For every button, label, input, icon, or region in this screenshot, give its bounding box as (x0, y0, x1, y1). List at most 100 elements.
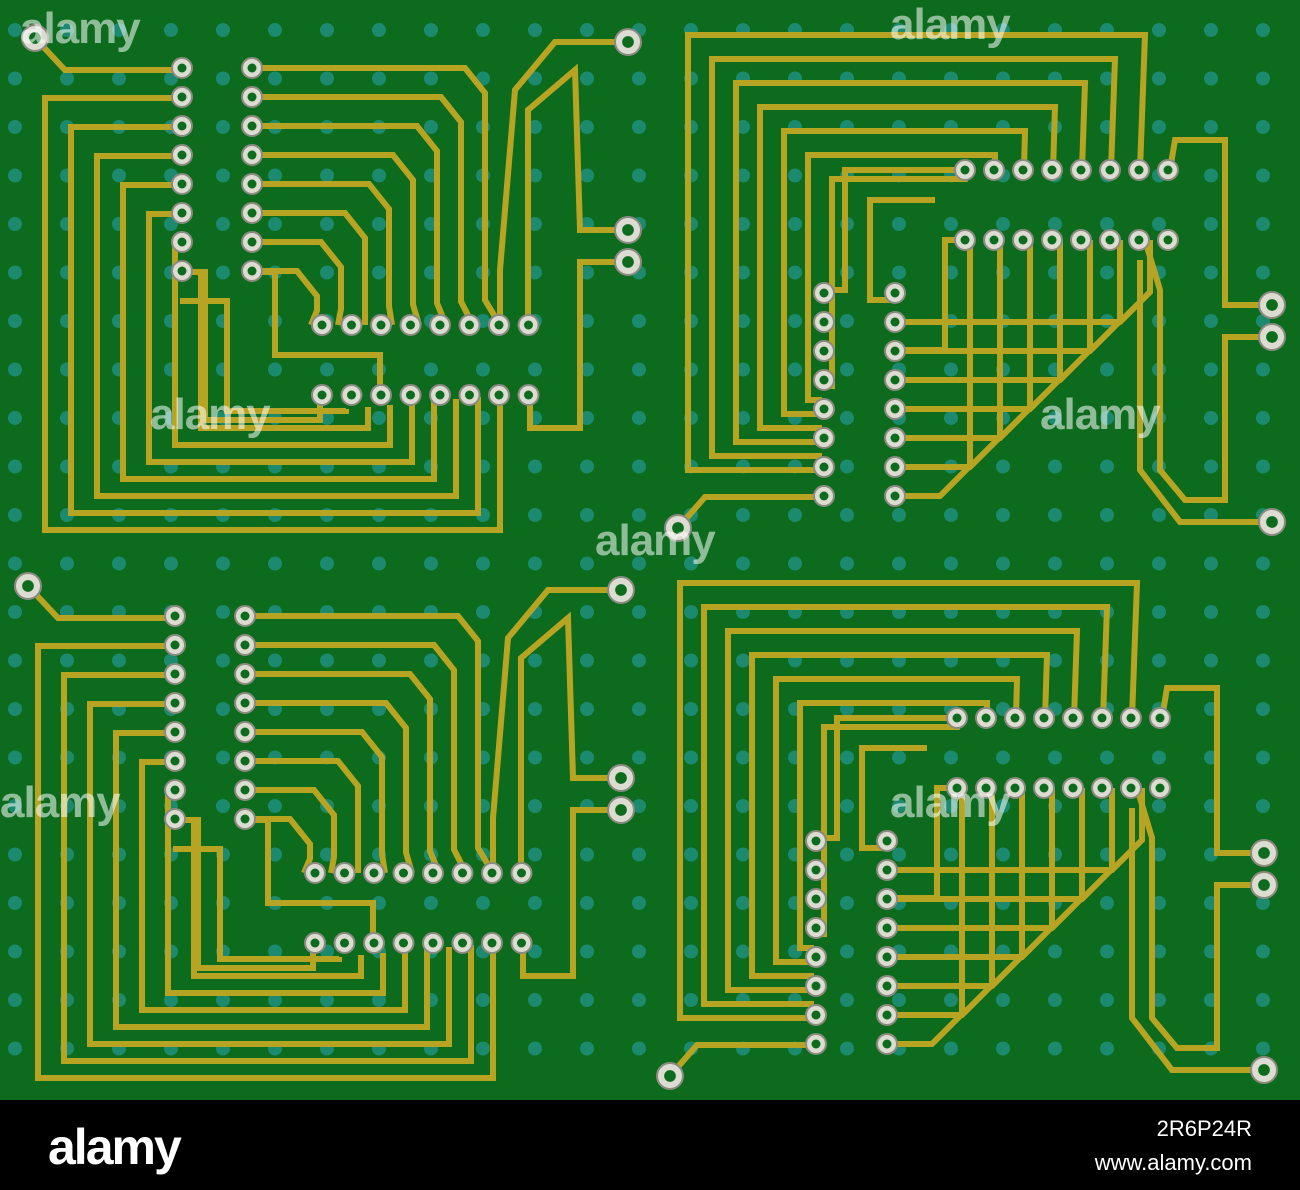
board-dot (1204, 265, 1218, 280)
pad-hole (819, 288, 829, 298)
trace (252, 181, 395, 326)
board-dot (8, 750, 22, 765)
trace (113, 730, 430, 1030)
board-dot (320, 653, 334, 668)
board-dot (996, 799, 1010, 813)
board-dot (632, 168, 646, 183)
board-dot (268, 653, 282, 668)
board-dot (892, 217, 906, 231)
pad-hole (170, 611, 180, 621)
board-dot (632, 653, 646, 668)
trace (527, 259, 628, 431)
pad-hole (1155, 713, 1165, 723)
circuit-board-image (0, 0, 1300, 1100)
trace (146, 211, 415, 465)
pad-hole (1266, 299, 1278, 311)
pad-hole (890, 433, 900, 443)
board-dot (8, 556, 22, 571)
board-dot (996, 508, 1010, 522)
board-dot (268, 217, 282, 231)
pad-hole (952, 713, 962, 723)
board-dot (8, 265, 22, 280)
board-dot (528, 459, 542, 474)
board-dot (1152, 896, 1166, 910)
board-dot (840, 944, 854, 959)
board-dot (320, 23, 334, 37)
board-dot (216, 799, 230, 813)
pad-hole (819, 404, 829, 414)
board-dot (632, 120, 646, 134)
trace (895, 240, 1093, 383)
pad-hole (310, 868, 320, 878)
trace (1137, 260, 1272, 525)
board-dot (60, 556, 74, 571)
board-dot (580, 702, 594, 716)
board-dot (8, 168, 22, 183)
board-dot (8, 847, 22, 862)
board-dot (268, 168, 282, 183)
trace (42, 95, 503, 533)
pad-hole (811, 894, 821, 904)
pad-hole (1097, 783, 1107, 793)
board-dot (944, 847, 958, 862)
board-dot (684, 605, 698, 619)
board-dot (1204, 120, 1218, 134)
board-dot (788, 362, 802, 377)
board-dot (1048, 217, 1062, 231)
pad-hole (340, 938, 349, 948)
pad-hole (247, 63, 257, 73)
pad-hole (517, 868, 526, 878)
board-dot (164, 23, 178, 37)
board-dot (216, 217, 230, 231)
trace (245, 671, 442, 875)
pad-hole (1163, 165, 1173, 175)
pad-hole (369, 938, 379, 948)
board-dot (580, 896, 594, 910)
board-dot (424, 362, 438, 377)
board-dot (372, 23, 386, 37)
board-dot (580, 993, 594, 1007)
board-dot (528, 556, 542, 571)
board-dot (632, 508, 646, 522)
pad-hole (517, 938, 526, 948)
pad-hole (1126, 783, 1136, 793)
board-dot (1256, 362, 1270, 377)
pad-hole (177, 150, 187, 160)
board-dot (372, 168, 386, 183)
trace (887, 788, 1025, 989)
pad-hole (1258, 847, 1270, 859)
board-dot (372, 653, 386, 668)
pad-hole (435, 320, 445, 330)
pad-hole (890, 462, 900, 472)
board-dot (892, 799, 906, 813)
board-dot (1152, 556, 1166, 571)
pad-hole (177, 179, 187, 189)
trace (252, 239, 344, 326)
board-dot (1256, 702, 1270, 716)
board-dot (1204, 362, 1218, 377)
board-dot (1256, 750, 1270, 765)
pad-hole (1266, 331, 1278, 343)
board-dot (580, 265, 594, 280)
board-dot (684, 653, 698, 668)
board-dot (372, 556, 386, 571)
pad-hole (240, 698, 250, 708)
board-dot (268, 799, 282, 813)
board-dot (580, 459, 594, 474)
board-dot (1048, 993, 1062, 1007)
pad-hole (177, 121, 187, 131)
pad-hole (811, 981, 821, 991)
pad-hole (811, 952, 821, 962)
pad-hole (1076, 165, 1086, 175)
trace (94, 153, 459, 499)
board-dot (112, 556, 126, 571)
board-dot (892, 556, 906, 571)
board-dot (840, 362, 854, 377)
board-dot (164, 993, 178, 1007)
pad-hole (1010, 783, 1020, 793)
board-dot (684, 896, 698, 910)
board-dot (528, 71, 542, 86)
board-dot (320, 265, 334, 280)
image-id: 2R6P24R (1156, 1116, 1252, 1141)
board-dot (684, 799, 698, 813)
